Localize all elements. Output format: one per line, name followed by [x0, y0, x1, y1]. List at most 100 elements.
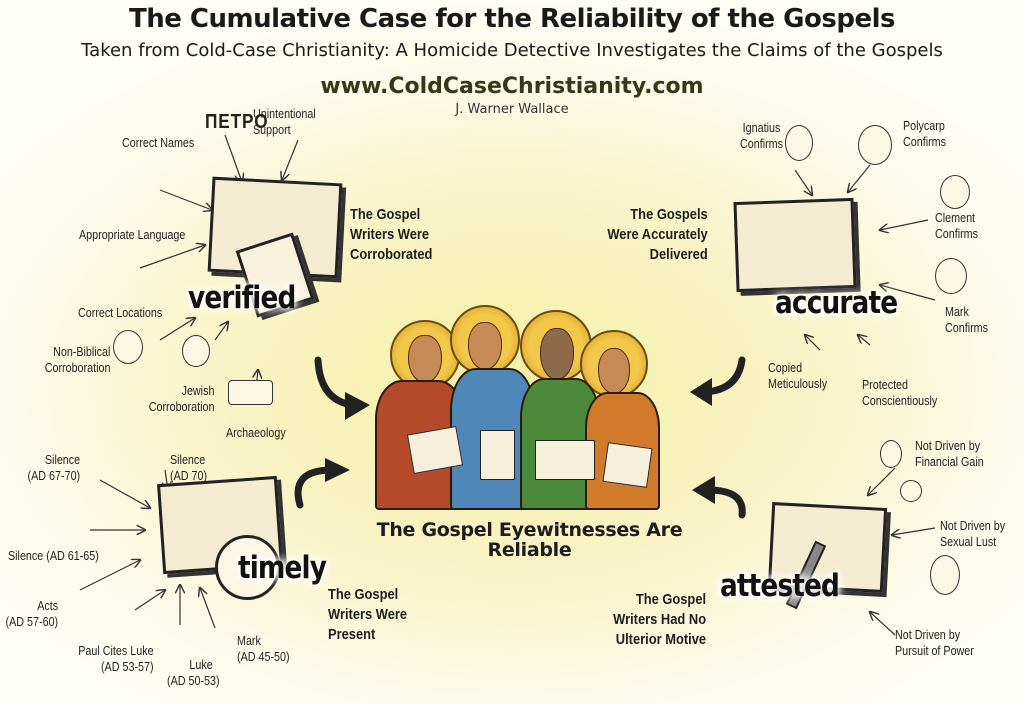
coin-portrait-icon [113, 330, 143, 364]
author: J. Warner Wallace [455, 102, 569, 117]
evangelist-face [408, 335, 442, 383]
face-icon [930, 555, 960, 595]
label-paul-cites-luke: Paul Cites Luke (AD 53-57) [79, 643, 154, 675]
statement-line: Were Accurately [607, 226, 708, 243]
label-appropriate-language: Appropriate Language [79, 228, 186, 242]
arrow [139, 245, 205, 269]
label-line: Corroboration [44, 361, 110, 375]
statement-line: Delivered [649, 246, 708, 263]
label-line: Clement [935, 211, 976, 225]
evangelist-face [598, 348, 630, 394]
arrow [870, 612, 896, 636]
page-title: The Cumulative Case for the Reliability … [129, 4, 895, 34]
arrow [79, 560, 140, 591]
label-line: Conscientiously [862, 394, 938, 408]
label-line: Support [253, 123, 291, 137]
subtitle: Taken from Cold-Case Christianity: A Hom… [81, 40, 943, 61]
arrowhead [325, 458, 350, 482]
arrow [848, 164, 871, 192]
label-line: Mark [945, 305, 969, 319]
statement-line: Writers Were [350, 226, 430, 243]
label-silence-67-70: Silence(AD 67-70) [27, 452, 80, 484]
statement-line: Present [328, 626, 376, 643]
polycarp-icon [858, 125, 892, 165]
arrow [858, 335, 871, 346]
arrow [805, 335, 821, 351]
label-line: Protected [862, 378, 909, 392]
open-book-icon [406, 425, 464, 475]
label-line: (AD 53-57) [101, 660, 154, 674]
statement-line: Corroborated [350, 246, 433, 263]
label-line: Ignatius [742, 121, 781, 135]
mark-icon [935, 258, 967, 294]
ruins-icon [228, 380, 273, 405]
label-line: Mark [237, 634, 261, 648]
label-line: Confirms [945, 321, 989, 335]
open-book-icon [602, 442, 653, 488]
label-silence-61-65: Silence (AD 61-65) [8, 549, 99, 563]
label-line: Confirms [740, 137, 784, 151]
label-line: Acts [37, 599, 58, 613]
accurate-book-icon [733, 197, 857, 293]
arrow [99, 479, 150, 508]
label-line: Corroboration [148, 400, 214, 414]
central-caption: The Gospel Eyewitnesses Are Reliable [376, 519, 683, 561]
label-archaeology: Archaeology [226, 426, 286, 440]
arrow [224, 134, 242, 182]
evangelist-face [540, 328, 574, 380]
label-acts: Acts(AD 57-60) [5, 598, 58, 630]
open-book-icon [480, 430, 515, 480]
statement-line: Writers Were [328, 606, 408, 623]
label-luke: Luke(AD 50-53) [167, 657, 220, 689]
statement-line: Ulterior Motive [615, 631, 706, 648]
label-line: (AD 70) [170, 469, 208, 483]
label-line: Not Driven by [915, 439, 981, 453]
label-line: Unintentional [253, 107, 316, 121]
arrow [282, 139, 299, 180]
arrow [159, 189, 212, 210]
saint-icon [880, 440, 902, 468]
statement-line: The Gospel [350, 206, 421, 223]
clement-icon [940, 175, 970, 209]
label-financial-gain: Not Driven by Financial Gain [915, 438, 984, 470]
label-line: Copied [768, 361, 803, 375]
label-line: Financial Gain [915, 455, 984, 469]
label-line: Jewish [181, 384, 214, 398]
label-line: Confirms [903, 135, 947, 149]
arrow [214, 322, 228, 341]
evangelists-illustration [370, 300, 660, 510]
statement-line: The Gospel [635, 591, 706, 608]
arrowhead [690, 378, 712, 406]
label-line: (AD 50-53) [167, 674, 220, 688]
website-url: www.ColdCaseChristianity.com [320, 74, 704, 99]
arrow [159, 318, 195, 341]
label-line: Non-Biblical [52, 345, 110, 359]
keyword-accurate: accurate [775, 285, 898, 321]
label-correct-locations: Correct Locations [78, 306, 163, 320]
arrow [880, 219, 929, 230]
open-book-icon [535, 440, 595, 480]
label-correct-names: Correct Names [122, 136, 195, 150]
arrowhead [345, 392, 370, 420]
label-line: Polycarp [903, 119, 945, 133]
label-line: Confirms [935, 227, 979, 241]
label-line: (AD 45-50) [237, 650, 290, 664]
statement-line: The Gospels [630, 206, 708, 223]
arrow [868, 467, 896, 495]
label-line: Paul Cites Luke [78, 644, 154, 658]
evangelist-face [468, 322, 502, 370]
arrow [880, 285, 936, 301]
keyword-attested: attested [720, 568, 840, 604]
arrow [200, 588, 216, 629]
